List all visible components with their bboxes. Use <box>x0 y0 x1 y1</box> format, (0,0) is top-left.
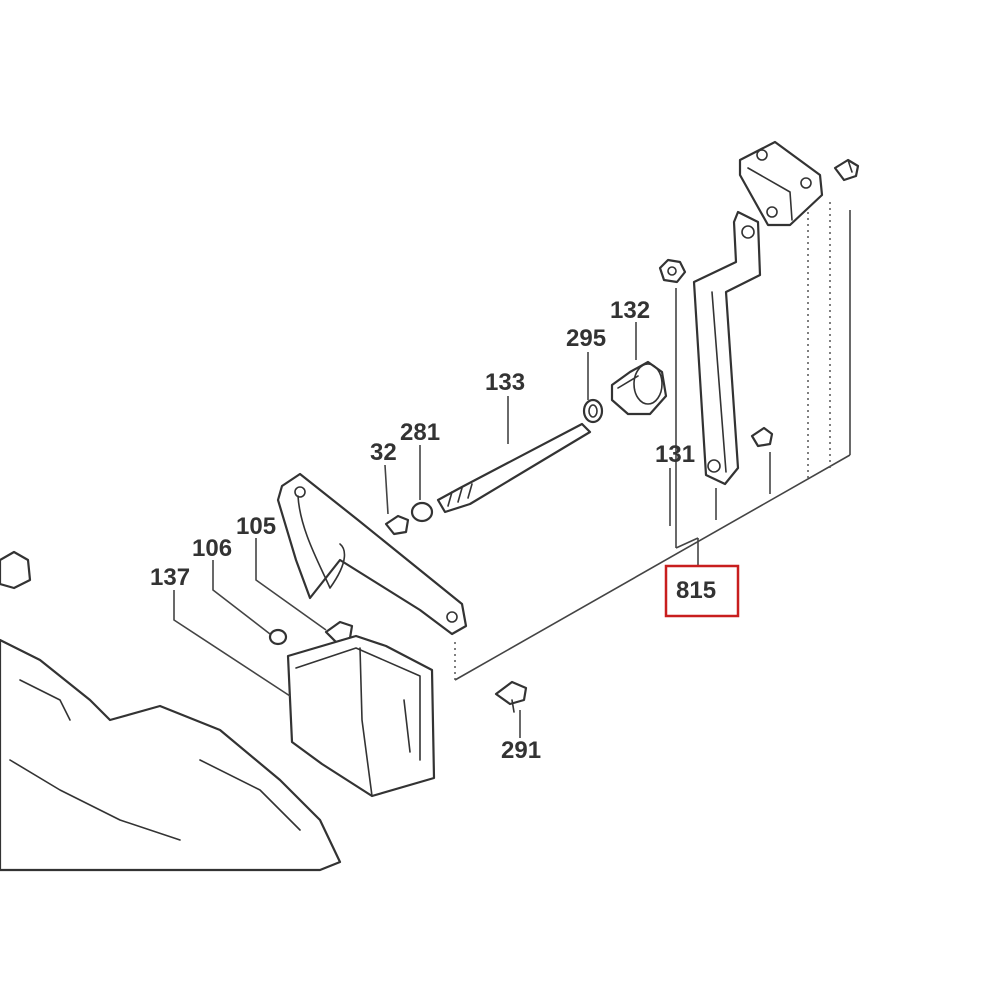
label-281: 281 <box>400 419 440 446</box>
o-ring-295 <box>582 398 604 424</box>
screw-32 <box>384 514 410 536</box>
leader-lines <box>173 288 771 738</box>
label-131: 131 <box>655 441 695 468</box>
highlight-box-815 <box>664 564 740 618</box>
label-291: 291 <box>501 737 541 764</box>
bent-bar <box>692 210 762 486</box>
label-295: 295 <box>566 325 606 352</box>
housing-cover-137 <box>286 634 436 798</box>
screw-291 <box>494 680 528 713</box>
label-133: 133 <box>485 369 525 396</box>
o-ring-281 <box>410 501 434 523</box>
label-32: 32 <box>370 439 397 466</box>
part-labels: 815 132 295 133 131 281 32 105 106 137 2… <box>150 297 716 764</box>
shaft-133 <box>436 422 592 514</box>
nut-131 <box>658 258 687 284</box>
label-132: 132 <box>610 297 650 324</box>
slotted-plate <box>276 472 468 636</box>
motor-housing <box>0 550 342 872</box>
top-bracket <box>738 140 824 227</box>
label-137: 137 <box>150 564 190 591</box>
assembly-outline <box>454 200 851 681</box>
label-815: 815 <box>676 577 716 604</box>
bushing-132 <box>610 360 668 416</box>
top-screw <box>833 158 860 182</box>
label-105: 105 <box>236 513 276 540</box>
label-106: 106 <box>192 535 232 562</box>
screw-105 <box>324 620 354 644</box>
bar-screw <box>750 426 774 448</box>
washer-106 <box>268 628 288 646</box>
